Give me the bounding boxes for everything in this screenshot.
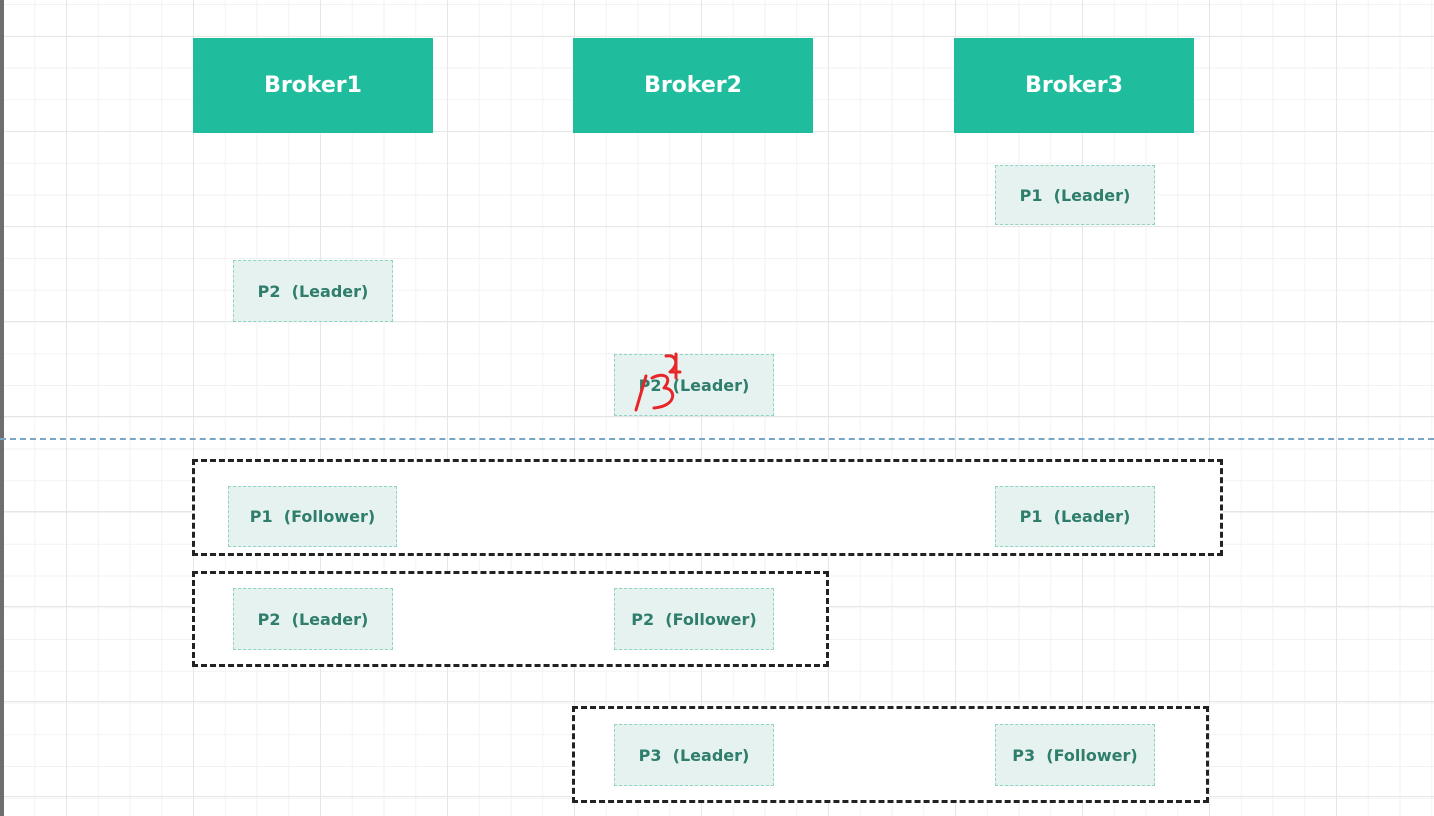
- broker3-box: Broker3: [954, 38, 1194, 133]
- partition-p3-leader: P3 (Leader): [614, 724, 774, 786]
- partition-p2-leader: P2 (Leader): [233, 588, 393, 650]
- partition-p2-leader-broker2: P2 (Leader): [614, 354, 774, 416]
- broker1-box: Broker1: [193, 38, 433, 133]
- partition-p1-leader-broker3: P1 (Leader): [995, 165, 1155, 225]
- partition-p3-follower: P3 (Follower): [995, 724, 1155, 786]
- partition-p1-follower: P1 (Follower): [228, 486, 397, 547]
- broker2-box: Broker2: [573, 38, 813, 133]
- section-divider: [0, 438, 1434, 440]
- canvas-left-edge: [0, 0, 4, 816]
- partition-p2-leader-broker1: P2 (Leader): [233, 260, 393, 322]
- handwritten-p3-annotation: [634, 352, 682, 412]
- partition-p1-leader: P1 (Leader): [995, 486, 1155, 547]
- partition-p2-follower: P2 (Follower): [614, 588, 774, 650]
